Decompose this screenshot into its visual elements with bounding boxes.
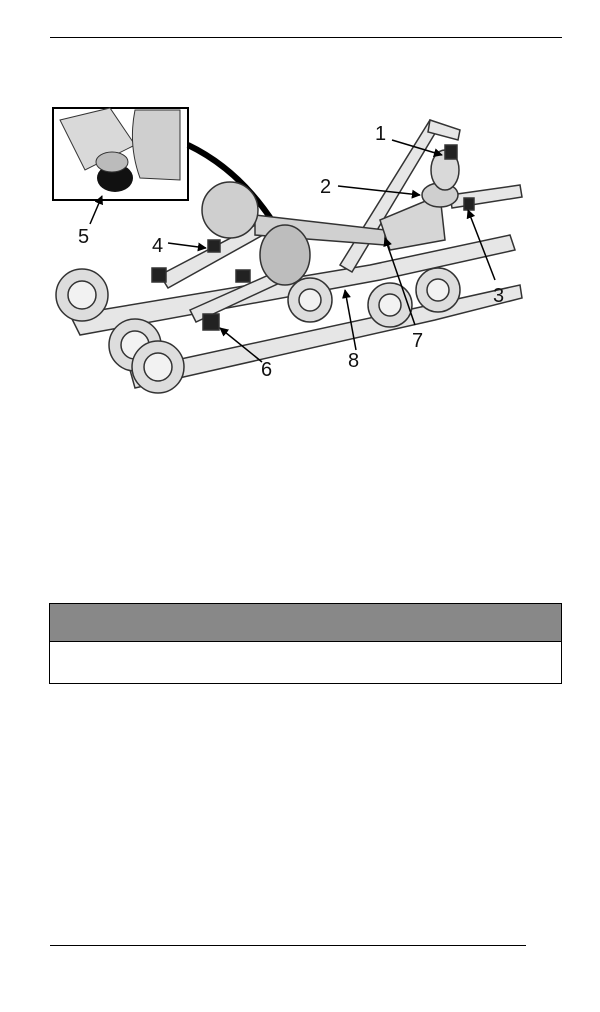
callout-6: 6 xyxy=(261,359,272,381)
info-table xyxy=(49,603,562,684)
callout-5: 5 xyxy=(78,226,89,248)
callout-arrows xyxy=(89,139,496,363)
inset-detail xyxy=(52,107,189,201)
header-rule xyxy=(50,37,562,38)
callout-3: 3 xyxy=(493,285,504,307)
rear-suspension-figure: 1 2 3 4 5 6 7 8 xyxy=(52,107,523,394)
callout-8: 8 xyxy=(348,350,359,372)
callout-4: 4 xyxy=(152,235,163,257)
table-body-row xyxy=(50,642,561,682)
callout-2: 2 xyxy=(320,176,331,198)
suspension-drawing xyxy=(55,119,523,394)
footer-rule xyxy=(50,945,526,946)
table-header-row xyxy=(50,604,561,642)
callout-7: 7 xyxy=(412,330,423,352)
callout-1: 1 xyxy=(375,123,386,145)
